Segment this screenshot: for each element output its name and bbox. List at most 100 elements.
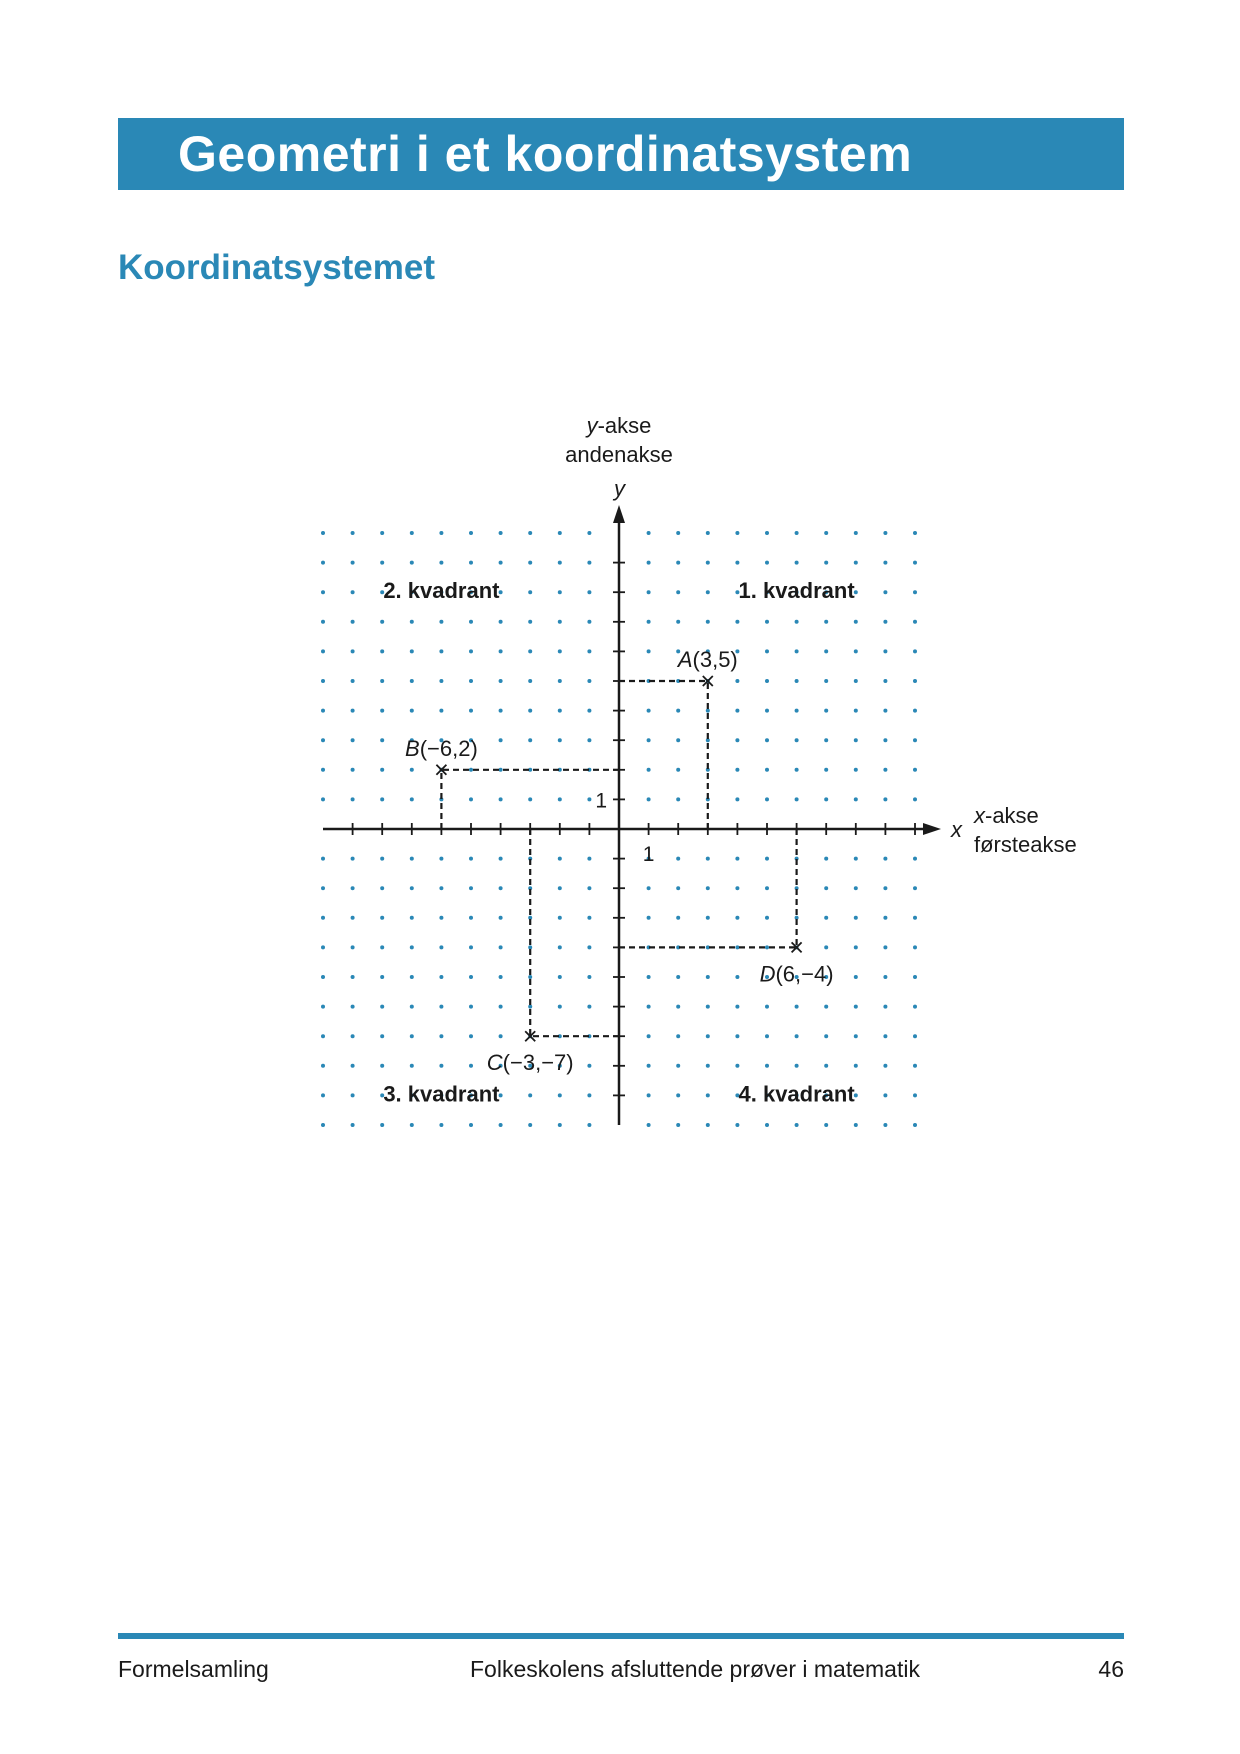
grid-dot	[409, 1063, 414, 1068]
grid-dot	[913, 915, 917, 920]
grid-dot	[646, 767, 651, 772]
chapter-title-bar: Geometri i et koordinatsystem	[118, 118, 1124, 190]
grid-dot	[883, 856, 888, 861]
grid-dot	[557, 945, 562, 950]
y-axis-arrow	[613, 505, 625, 523]
grid-dot	[705, 1123, 710, 1127]
grid-dot	[646, 708, 651, 713]
grid-dot	[735, 708, 740, 713]
grid-dot	[646, 738, 651, 743]
grid-dot	[646, 975, 651, 979]
grid-dot	[439, 1063, 444, 1068]
grid-dot	[794, 531, 799, 535]
grid-dot	[557, 856, 562, 861]
grid-dot	[646, 560, 651, 565]
grid-dot	[913, 1123, 917, 1127]
grid-dot	[439, 738, 444, 743]
grid-dot	[498, 767, 503, 772]
grid-dot	[409, 975, 414, 979]
grid-dot	[794, 619, 799, 624]
section-heading: Koordinatsystemet	[118, 248, 436, 287]
grid-dot	[321, 1123, 325, 1127]
page-number: 46	[1098, 1656, 1124, 1682]
grid-dot	[794, 975, 799, 979]
grid-dot	[469, 708, 473, 713]
grid-dot	[439, 590, 444, 595]
grid-dot	[380, 679, 385, 683]
grid-dot	[587, 531, 592, 535]
grid-dot	[587, 560, 592, 565]
grid-dot	[350, 1123, 355, 1127]
grid-dot	[380, 649, 385, 654]
grid-dot	[646, 886, 651, 891]
grid-dot	[321, 1004, 325, 1009]
grid-dot	[350, 767, 355, 772]
grid-dot	[409, 738, 414, 743]
grid-dot	[409, 649, 414, 654]
grid-dot	[350, 649, 355, 654]
grid-dot	[883, 531, 888, 535]
grid-dot	[646, 1004, 651, 1009]
grid-dot	[765, 1034, 769, 1039]
grid-dot	[380, 886, 385, 891]
grid-dot	[735, 531, 740, 535]
grid-dot	[498, 797, 503, 802]
grid-dot	[705, 619, 710, 624]
grid-dot	[321, 975, 325, 979]
grid-dot	[883, 560, 888, 565]
grid-dot	[380, 560, 385, 565]
grid-dot	[498, 590, 503, 595]
grid-dot	[557, 531, 562, 535]
grid-dot	[380, 1034, 385, 1039]
grid-dot	[321, 590, 325, 595]
grid-dot	[557, 619, 562, 624]
grid-dot	[469, 679, 473, 683]
grid-dot	[705, 708, 710, 713]
grid-dot	[528, 945, 533, 950]
y-axis-name: y-akse	[585, 413, 652, 438]
grid-dot	[676, 531, 681, 535]
grid-dot	[469, 915, 473, 920]
grid-dot	[321, 649, 325, 654]
grid-dot	[883, 679, 888, 683]
grid-dot	[498, 975, 503, 979]
grid-dot	[913, 975, 917, 979]
grid-dot	[498, 886, 503, 891]
grid-dot	[676, 856, 681, 861]
grid-dot	[498, 1034, 503, 1039]
grid-dot	[853, 738, 858, 743]
grid-dot	[676, 619, 681, 624]
grid-dot	[380, 738, 385, 743]
grid-dot	[735, 945, 740, 950]
point-label-C: C(−3,−7)	[487, 1050, 574, 1075]
grid-dot	[557, 975, 562, 979]
grid-dot	[498, 738, 503, 743]
grid-dot	[824, 619, 829, 624]
grid-dot	[646, 531, 651, 535]
grid-dot	[528, 975, 533, 979]
grid-dot	[794, 915, 799, 920]
grid-dot	[557, 915, 562, 920]
grid-dot	[676, 886, 681, 891]
point-marker-C	[524, 1030, 536, 1042]
grid-dot	[321, 1093, 325, 1098]
grid-dot	[350, 1063, 355, 1068]
grid-dot	[883, 797, 888, 802]
grid-dot	[676, 1063, 681, 1068]
grid-dot	[409, 1123, 414, 1127]
grid-dot	[439, 649, 444, 654]
grid-dot	[350, 915, 355, 920]
grid-dot	[883, 945, 888, 950]
grid-dot	[705, 1034, 710, 1039]
grid-dot	[646, 915, 651, 920]
grid-dot	[409, 856, 414, 861]
grid-dot	[735, 738, 740, 743]
point-label-B: B(−6,2)	[405, 736, 478, 761]
grid-dot	[498, 945, 503, 950]
grid-dot	[528, 708, 533, 713]
grid-dot	[913, 1063, 917, 1068]
grid-dot	[883, 1063, 888, 1068]
grid-dot	[469, 1034, 473, 1039]
grid-dot	[409, 1004, 414, 1009]
grid-dot	[587, 679, 592, 683]
